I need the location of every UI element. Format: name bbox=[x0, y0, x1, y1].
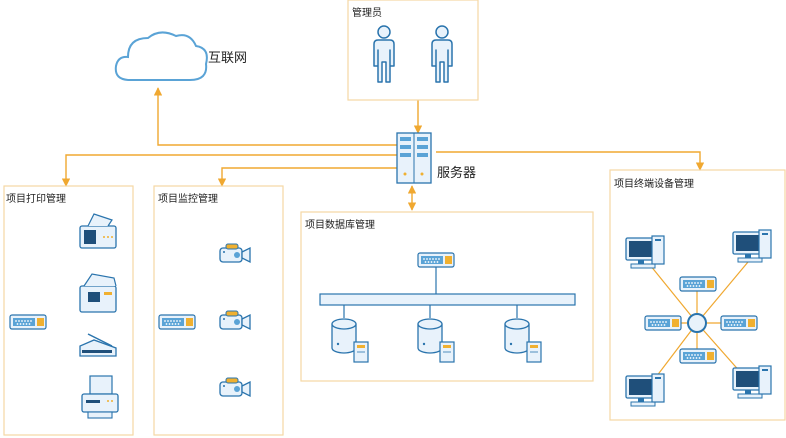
fax-machine-icon bbox=[79, 213, 117, 249]
hub-ring-icon bbox=[687, 313, 707, 333]
database-icon bbox=[504, 318, 542, 363]
camera-icon bbox=[219, 310, 251, 330]
monitor-group-title: 项目监控管理 bbox=[158, 194, 218, 205]
database-box bbox=[300, 211, 594, 382]
print-group-title: 项目打印管理 bbox=[6, 194, 66, 205]
monitor-box bbox=[153, 185, 284, 436]
camera-icon bbox=[219, 377, 251, 397]
database-group-title: 项目数据库管理 bbox=[305, 220, 375, 231]
group-boxes bbox=[3, 0, 786, 436]
server-label: 服务器 bbox=[437, 166, 477, 181]
admin-title: 管理员 bbox=[352, 8, 382, 19]
network-bus bbox=[319, 293, 576, 306]
multifunction-printer-icon bbox=[79, 273, 117, 313]
computer-icon bbox=[732, 365, 772, 399]
scanner-icon bbox=[79, 333, 117, 357]
switch-icon bbox=[417, 252, 455, 268]
switch-icon bbox=[9, 314, 47, 330]
computer-icon bbox=[625, 373, 665, 407]
admin-person-icon bbox=[373, 25, 395, 83]
database-icon bbox=[417, 318, 455, 363]
connection-lines bbox=[61, 87, 705, 211]
print-box bbox=[3, 185, 134, 436]
admin-box bbox=[347, 0, 479, 101]
computer-icon bbox=[732, 229, 772, 263]
printer-icon bbox=[81, 375, 119, 419]
switch-icon bbox=[679, 348, 717, 364]
database-icon bbox=[331, 318, 369, 363]
terminal-box bbox=[609, 169, 786, 421]
cloud-icon bbox=[114, 31, 208, 81]
server-icon bbox=[396, 132, 432, 184]
camera-icon bbox=[219, 243, 251, 263]
terminal-group-title: 项目终端设备管理 bbox=[614, 179, 694, 190]
switch-icon bbox=[679, 276, 717, 292]
computer-icon bbox=[625, 235, 665, 269]
admin-person-icon bbox=[431, 25, 453, 83]
switch-icon bbox=[644, 315, 682, 331]
switch-icon bbox=[158, 314, 196, 330]
switch-icon bbox=[720, 315, 758, 331]
internet-label: 互联网 bbox=[208, 51, 248, 66]
